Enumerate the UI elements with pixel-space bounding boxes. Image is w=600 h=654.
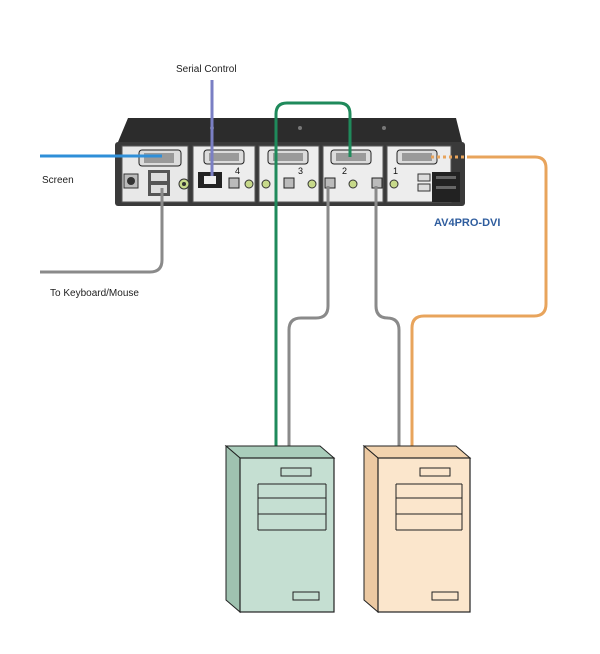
serial-control-label: Serial Control xyxy=(176,64,237,75)
computer-b-body xyxy=(377,457,471,613)
usb-b-port-3 xyxy=(283,177,295,189)
port-number-1: 1 xyxy=(393,166,398,176)
audio-jack-3-icon xyxy=(261,179,271,189)
usb-b-port-4 xyxy=(228,177,240,189)
keyboard-mouse-cable xyxy=(40,188,164,274)
computer-a-body xyxy=(239,457,335,613)
audio-jack-1-icon xyxy=(389,179,399,189)
model-name: AV4PRO-DVI xyxy=(434,217,500,229)
computer-b-tower xyxy=(362,444,472,614)
computer-a-video-cable xyxy=(274,101,352,448)
computer-b-usb-cable xyxy=(374,186,401,448)
computer-a-drive-slot xyxy=(280,467,312,477)
port-number-2: 2 xyxy=(342,166,347,176)
keyboard-mouse-label: To Keyboard/Mouse xyxy=(50,288,139,299)
kvm-switch-device: 4 3 2 1 xyxy=(115,118,465,206)
port-number-3: 3 xyxy=(298,166,303,176)
computer-a-usb-cable xyxy=(287,186,330,448)
device-top-panel xyxy=(118,118,462,142)
computer-b-drive-slot xyxy=(419,467,451,477)
computer-a-power-button xyxy=(292,591,320,601)
computer-a-tower xyxy=(224,444,336,614)
audio-jack-4-icon xyxy=(244,179,254,189)
port-number-4: 4 xyxy=(235,166,240,176)
screen-label: Screen xyxy=(42,175,74,186)
computer-b-power-button xyxy=(431,591,459,601)
computer-b-video-cable xyxy=(410,155,548,448)
usb-b-port-2 xyxy=(324,177,336,189)
audio-jack-2-icon xyxy=(348,179,358,189)
